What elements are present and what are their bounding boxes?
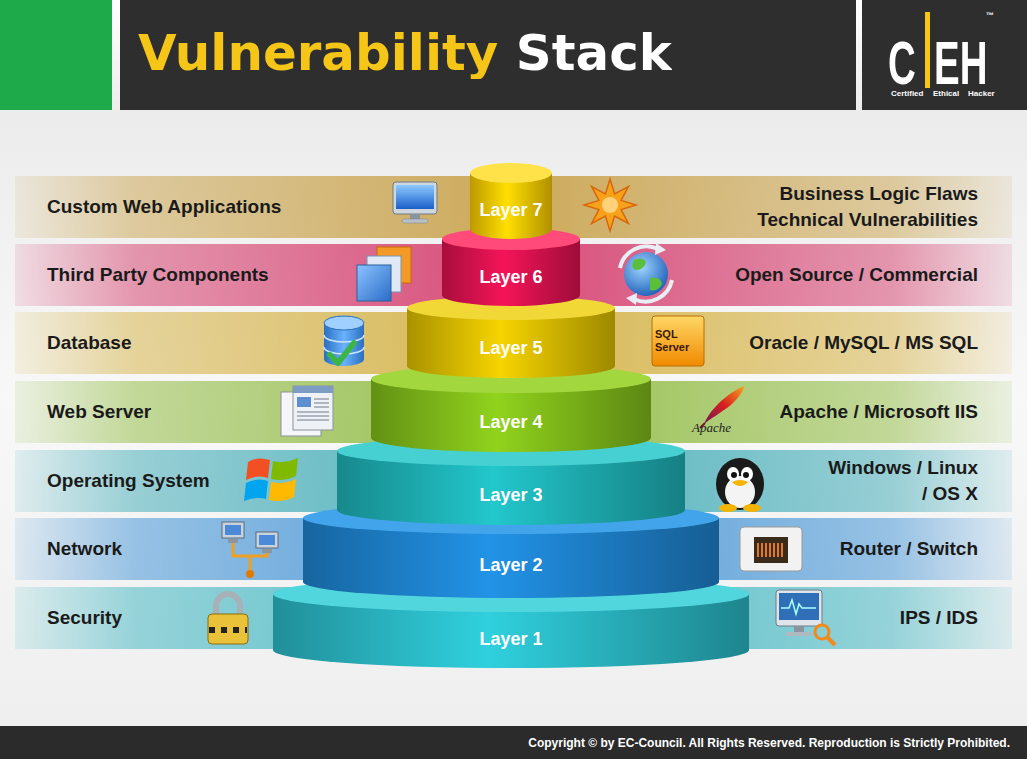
layer-examples: IPS / IDS — [900, 605, 978, 631]
layer-examples: Business Logic Flaws — [780, 181, 979, 207]
cylinder-top — [470, 163, 552, 183]
example-column: Router / Switch — [840, 536, 978, 562]
icon-label: Apache — [692, 421, 731, 434]
cylinder-text-area: Layer 7 — [470, 183, 552, 239]
green-block — [0, 0, 112, 110]
footer-bar — [0, 726, 1027, 759]
layer-number: Layer 3 — [479, 485, 542, 507]
cylinder-top — [371, 365, 651, 393]
cylinder-text-area: Layer 3 — [337, 466, 685, 525]
layer-examples: Windows / Linux / OS X — [822, 455, 978, 507]
layer-name: Third Party Components — [47, 264, 269, 287]
layer-examples: Open Source / Commercial — [735, 262, 978, 288]
layer-number: Layer 7 — [479, 200, 542, 222]
layer-number: Layer 6 — [479, 267, 542, 289]
example-column: Open Source / Commercial — [735, 262, 978, 288]
cylinder-text-area: Layer 5 — [407, 320, 615, 378]
layer-cylinder: Layer 4 — [371, 365, 651, 452]
layer-cylinder: Layer 5 — [407, 296, 615, 378]
layer-name: Security — [47, 607, 122, 630]
layer-name: Network — [47, 538, 122, 561]
example-column: Windows / Linux / OS X — [822, 455, 978, 507]
logo-word: Hacker — [968, 90, 995, 98]
diagram-title: Vulnerability Stack — [138, 29, 672, 79]
example-column: Business Logic FlawsTechnical Vulnerabil… — [757, 181, 978, 233]
example-column: IPS / IDS — [900, 605, 978, 631]
cylinder-text-area: Layer 2 — [303, 534, 719, 598]
cylinder-shape — [407, 296, 615, 378]
layer-name: Web Server — [47, 401, 151, 424]
cylinder-top — [442, 228, 580, 250]
cylinder-text-area: Layer 1 — [273, 612, 749, 668]
logo-letter: C — [888, 32, 916, 94]
logo-letter: EH — [934, 32, 987, 94]
layer-examples: Oracle / MySQL / MS SQL — [749, 330, 978, 356]
trademark-mark: ™ — [986, 12, 994, 20]
cylinder-top — [407, 296, 615, 320]
cylinder-top — [303, 502, 719, 534]
title-bar — [120, 0, 856, 110]
logo-word: Certified — [891, 90, 923, 98]
example-column: Apache / Microsoft IIS — [780, 399, 978, 425]
layer-number: Layer 1 — [479, 629, 542, 651]
layer-name: Operating System — [47, 470, 210, 493]
logo-bar — [925, 12, 930, 88]
cylinder-top — [273, 576, 749, 612]
logo-word: Ethical — [933, 90, 959, 98]
logo-box — [862, 0, 1027, 110]
layer-examples: Technical Vulnerabilities — [757, 207, 978, 233]
layer-number: Layer 5 — [479, 338, 542, 360]
example-column: Oracle / MySQL / MS SQL — [749, 330, 978, 356]
layer-name: Database — [47, 332, 132, 355]
layer-number: Layer 4 — [479, 412, 542, 434]
cylinder-text-area: Layer 4 — [371, 393, 651, 452]
layer-cylinder: Layer 6 — [442, 228, 580, 306]
layer-cylinder: Layer 7 — [470, 163, 552, 239]
icon-label: SQL Server — [655, 328, 695, 353]
copyright-caption: Copyright © by EC-Council. All Rights Re… — [528, 735, 1010, 751]
cylinder-shape — [442, 228, 580, 306]
cylinder-shape — [371, 365, 651, 452]
layer-examples: Apache / Microsoft IIS — [780, 399, 978, 425]
cylinder-text-area: Layer 6 — [442, 250, 580, 306]
layer-examples: Router / Switch — [840, 536, 978, 562]
cylinder-top — [337, 436, 685, 466]
layer-name: Custom Web Applications — [47, 196, 281, 219]
layer-number: Layer 2 — [479, 555, 542, 577]
